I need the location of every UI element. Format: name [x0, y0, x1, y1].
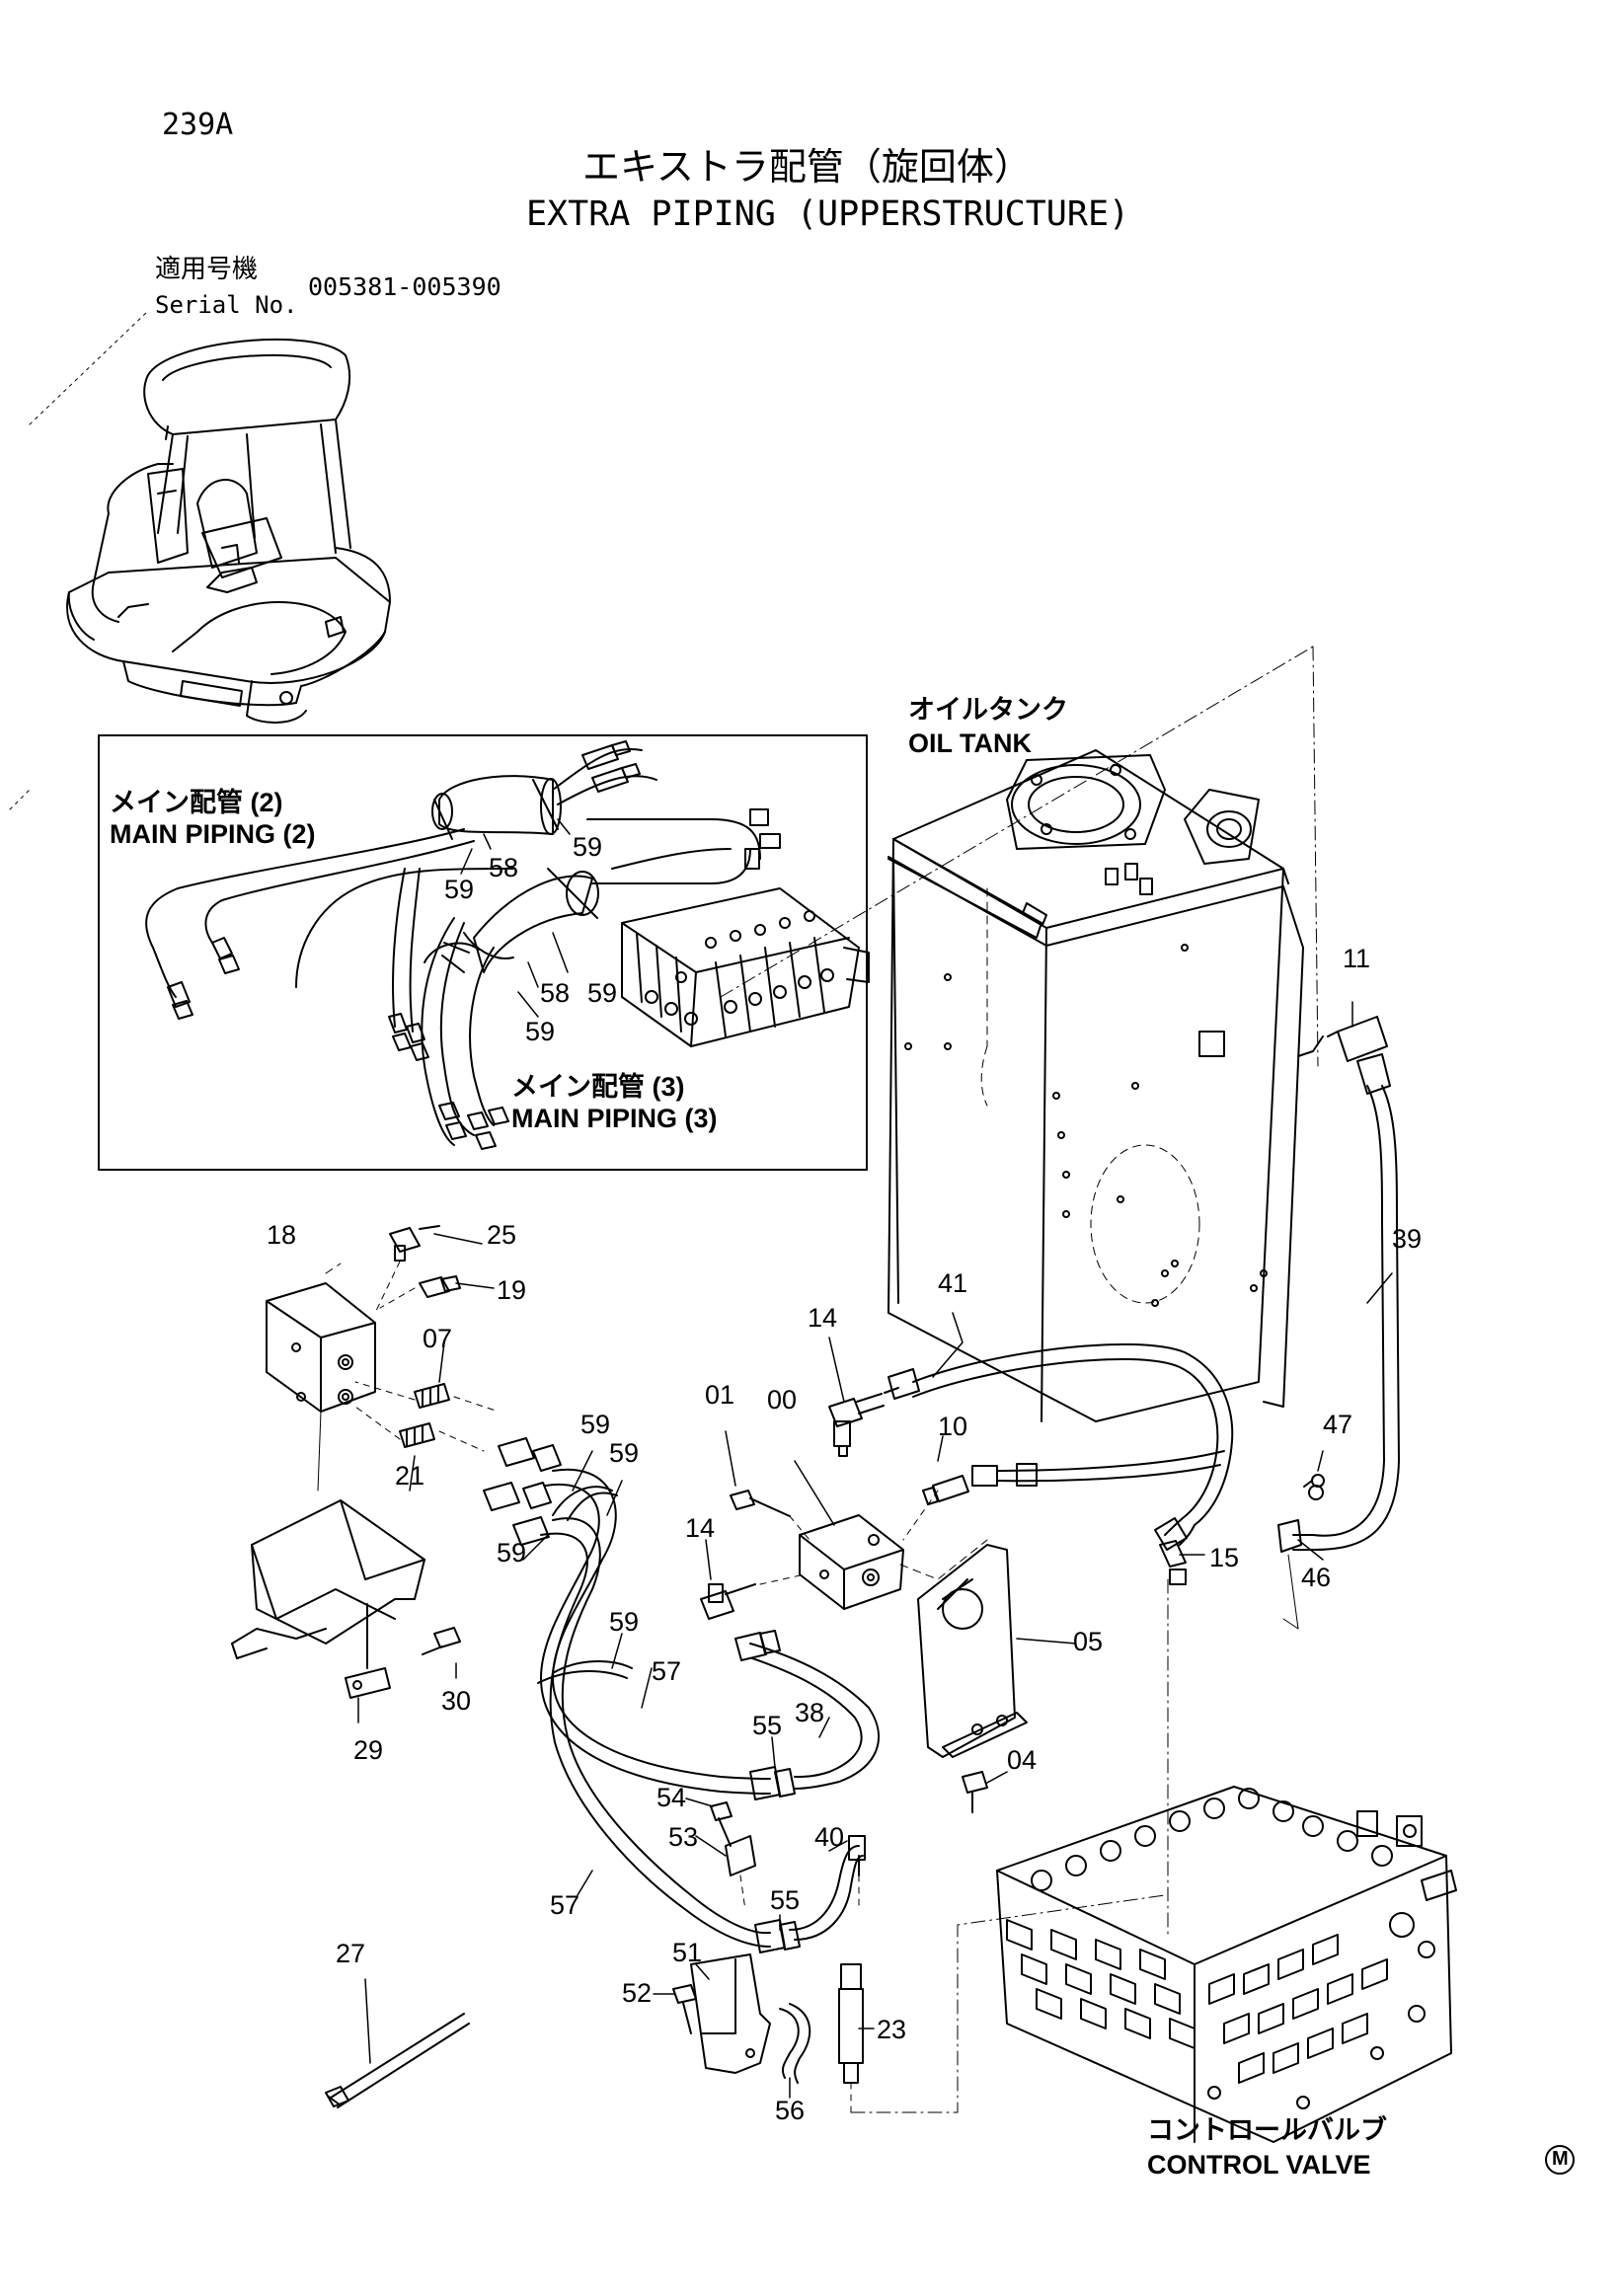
control-valve-en-label: CONTROL VALVE	[1147, 2150, 1371, 2180]
serial-label-japanese: 適用号機	[155, 255, 259, 284]
callout-55: 55	[770, 1885, 801, 1915]
mark-circle	[1546, 2146, 1574, 2174]
callout-46: 46	[1301, 1563, 1332, 1592]
callout-58: 58	[540, 978, 571, 1008]
control-valve-jp-label: コントロールバルブ	[1147, 2115, 1387, 2145]
callout-18: 18	[267, 1220, 297, 1250]
callout-27: 27	[336, 1939, 366, 1968]
plate-05	[918, 1545, 1027, 1812]
callout-29: 29	[353, 1735, 384, 1765]
callout-59: 59	[609, 1438, 640, 1468]
mark-letter: M	[1552, 2148, 1569, 2170]
spool-row	[1007, 1920, 1387, 2083]
inset-box	[99, 735, 869, 1170]
pipe-41	[829, 1344, 1324, 1584]
decorative-dash-lines	[10, 311, 148, 809]
callout-59: 59	[444, 875, 475, 904]
callout-40: 40	[814, 1822, 845, 1852]
callout-14: 14	[685, 1513, 716, 1543]
serial-label-english: Serial No.	[155, 291, 298, 319]
callout-59: 59	[609, 1607, 640, 1637]
callout-14: 14	[808, 1303, 838, 1333]
callout-57: 57	[550, 1890, 580, 1920]
callout-52: 52	[622, 1978, 653, 2008]
callout-59: 59	[573, 832, 603, 862]
callout-38: 38	[795, 1698, 825, 1727]
callout-58: 58	[489, 853, 519, 882]
callout-47: 47	[1323, 1410, 1353, 1439]
oil-tank-jp-label: オイルタンク	[908, 695, 1068, 725]
callout-54: 54	[656, 1783, 687, 1812]
callout-01: 01	[705, 1380, 735, 1410]
inset-control-valve	[622, 888, 869, 1046]
block-18	[267, 1226, 499, 1491]
callout-55: 55	[752, 1711, 783, 1740]
main-piping-3-jp-label: メイン配管 (3)	[511, 1072, 685, 1102]
callout-04: 04	[1007, 1745, 1038, 1775]
clamp-assembly	[673, 1802, 810, 2083]
block-00	[701, 1491, 987, 1619]
callout-59: 59	[497, 1538, 527, 1568]
callout-53: 53	[668, 1822, 699, 1852]
title-japanese: エキストラ配管（旋回体）	[582, 145, 1032, 189]
inset-leaders	[461, 819, 570, 1017]
bracket-29	[232, 1500, 460, 1698]
title-english: EXTRA PIPING (UPPERSTRUCTURE)	[526, 194, 1130, 234]
callout-00: 00	[767, 1385, 798, 1415]
excavator-illustration	[67, 340, 390, 723]
callout-51: 51	[672, 1938, 703, 1967]
callout-30: 30	[441, 1686, 472, 1716]
callout-19: 19	[497, 1275, 527, 1305]
control-valve	[997, 1787, 1456, 2142]
page-code: 239A	[162, 108, 234, 142]
cable-tie-27	[326, 2014, 469, 2107]
callout-15: 15	[1209, 1543, 1240, 1572]
callout-57: 57	[652, 1656, 682, 1686]
oil-tank-en-label: OIL TANK	[908, 728, 1032, 758]
callout-leaders	[358, 1002, 1392, 2098]
hose-assembly	[484, 1438, 800, 1952]
callout-59: 59	[587, 978, 618, 1008]
callout-41: 41	[938, 1268, 968, 1298]
callout-21: 21	[395, 1461, 425, 1491]
callout-10: 10	[938, 1412, 968, 1441]
pipe-40-23	[790, 1836, 1165, 2112]
callout-39: 39	[1392, 1224, 1423, 1254]
pipe-39	[1278, 1017, 1399, 1552]
callout-23: 23	[877, 2015, 907, 2044]
main-piping-2-en-label: MAIN PIPING (2)	[110, 819, 316, 849]
main-piping-3-en-label: MAIN PIPING (3)	[511, 1104, 718, 1133]
callout-56: 56	[775, 2096, 806, 2125]
serial-range: 005381-005390	[308, 272, 501, 301]
callout-25: 25	[487, 1220, 517, 1250]
main-piping-2-jp-label: メイン配管 (2)	[110, 788, 283, 817]
callout-59: 59	[525, 1017, 556, 1046]
callout-59: 59	[580, 1410, 611, 1439]
callout-11: 11	[1343, 944, 1371, 973]
callout-07: 07	[423, 1324, 453, 1353]
oil-tank	[721, 647, 1318, 1421]
callout-05: 05	[1073, 1627, 1104, 1656]
hose-38	[735, 1631, 879, 1789]
